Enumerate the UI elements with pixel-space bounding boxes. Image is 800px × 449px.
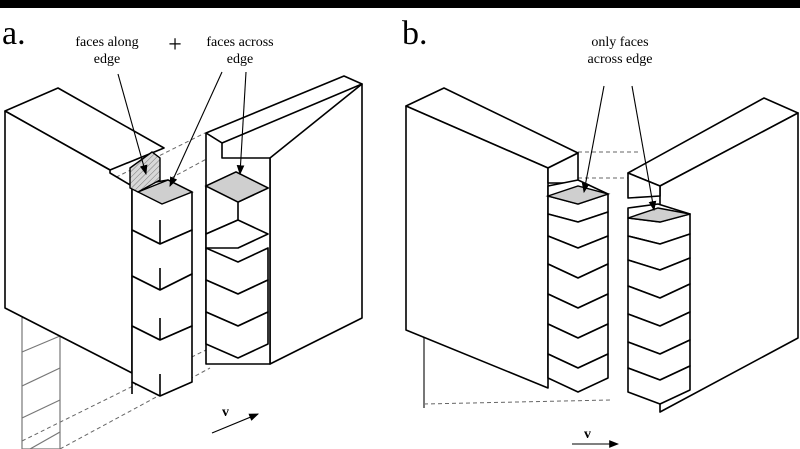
- panel-a-annotation-along-line1: faces along: [75, 35, 138, 50]
- panel-a-left-block: [4, 87, 194, 397]
- panel-a-label: a.: [2, 15, 26, 52]
- panel-a-annotation-arrows: [117, 71, 247, 188]
- panel-b-face-across-edge-left: [545, 185, 611, 205]
- panel-b-velocity: v: [572, 427, 620, 448]
- panel-a-annotation-across-line1: faces across: [206, 35, 273, 50]
- panel-b-velocity-label: v: [584, 427, 591, 442]
- panel-b: b. only faces across edge: [402, 15, 799, 448]
- panel-a-right-block: [204, 75, 363, 365]
- panel-b-face-across-edge-right: [627, 207, 691, 223]
- panel-b-annotation-arrows: [581, 85, 657, 212]
- panel-a: a. faces along edge + faces across edge: [2, 15, 363, 449]
- panel-a-velocity: v: [211, 405, 260, 434]
- panel-a-face-across-edge-right: [204, 171, 270, 203]
- panel-b-annotation-line2: across edge: [588, 52, 653, 67]
- figure-canvas: a. faces along edge + faces across edge: [0, 8, 800, 449]
- panel-a-face-across-edge-left: [136, 179, 194, 205]
- panel-b-annotation-line1: only faces: [591, 35, 648, 50]
- panel-a-plus-sign: +: [168, 32, 182, 58]
- diagram-svg: a. faces along edge + faces across edge: [2, 15, 799, 449]
- panel-b-left-block: [405, 87, 611, 393]
- panel-b-label: b.: [402, 15, 428, 52]
- panel-a-velocity-label: v: [222, 405, 229, 420]
- panel-b-right-block: [627, 97, 799, 413]
- panel-a-annotation-along-line2: edge: [94, 52, 120, 67]
- panel-a-annotation-across-line2: edge: [227, 52, 253, 67]
- panel-a-velocity-arrow: [211, 413, 260, 434]
